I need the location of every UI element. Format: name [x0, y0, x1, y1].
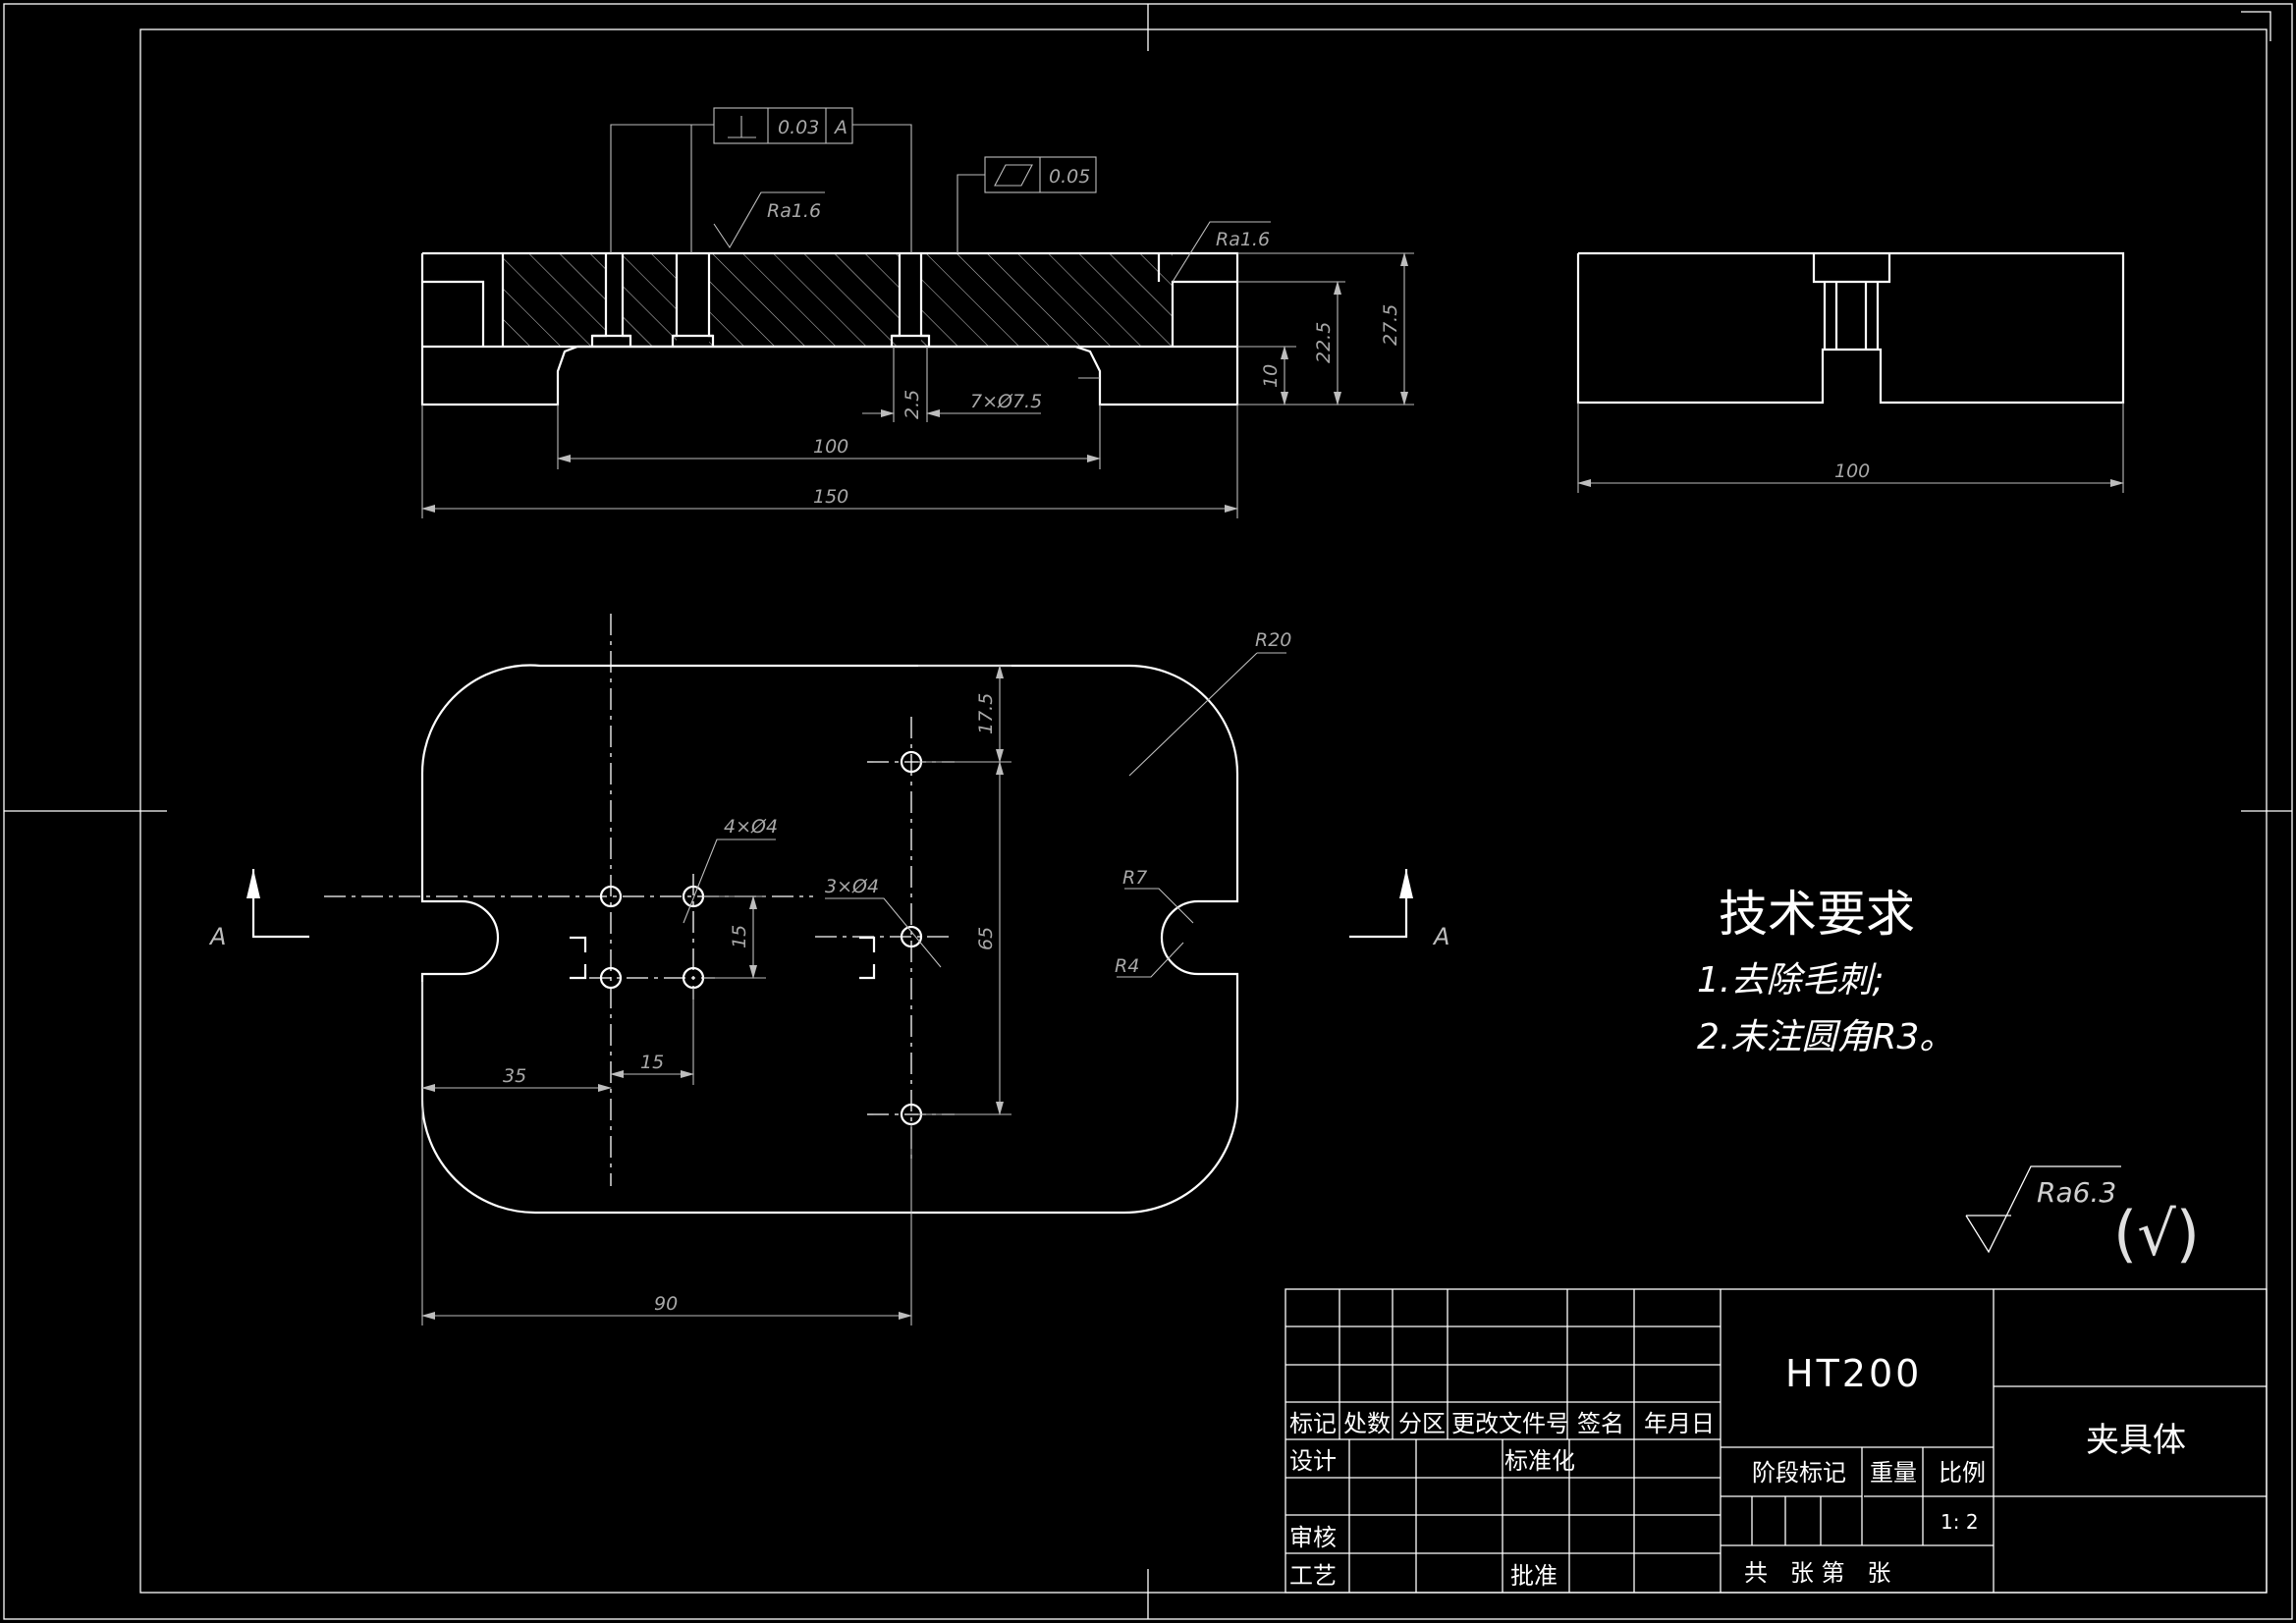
tb-header-signature: 签名 [1577, 1410, 1624, 1437]
notes-line-1: 1.去除毛刺; [1697, 960, 1884, 1001]
tb-header-mark: 标记 [1289, 1410, 1337, 1437]
section-label-left: A [208, 923, 226, 950]
perp-tolerance: 0.03 [778, 117, 819, 138]
section-marker-right: A [1349, 869, 1449, 950]
roughness-symbol-right [1172, 221, 1271, 283]
roughness-other-symbol: (√) [2113, 1198, 2200, 1270]
plan-view: R20 R7 R4 4×Ø4 3×Ø4 17.5 65 15 35 15 90 [208, 614, 1449, 1325]
tb-header-date: 年月日 [1644, 1410, 1715, 1437]
dim-150-front: 150 [813, 486, 848, 508]
dim-2-5: 2.5 [902, 390, 923, 419]
plate-outline [420, 664, 1239, 1215]
dim-22-5: 22.5 [1313, 322, 1335, 363]
tb-sheets: 共 张 第 张 [1744, 1559, 1890, 1587]
tb-header-zone: 分区 [1398, 1410, 1446, 1437]
hole-callout-7x: 7×Ø7.5 [970, 391, 1042, 412]
tb-process: 工艺 [1289, 1562, 1337, 1590]
tb-material: HT200 [1785, 1352, 1922, 1395]
tb-approve: 批准 [1510, 1562, 1558, 1590]
perpendicularity-frame [713, 107, 853, 144]
notes-line-2: 2.未注圆角R3。 [1697, 1017, 1954, 1057]
sheet-frame [3, 3, 2293, 1620]
dim-15-vertical: 15 [729, 925, 750, 948]
roughness-left-label: Ra1.6 [767, 200, 821, 222]
perp-datum: A [833, 117, 847, 138]
hole [900, 925, 923, 948]
side-view: 100 [1576, 251, 2125, 493]
roughness-right-label: Ra1.6 [1216, 229, 1270, 250]
tb-standardize: 标准化 [1504, 1447, 1575, 1475]
dim-100-front: 100 [813, 436, 848, 458]
roughness-general-label: Ra6.3 [2037, 1176, 2116, 1209]
tb-ratio-value: 1: 2 [1941, 1510, 1979, 1534]
dim-17-5: 17.5 [975, 693, 997, 734]
general-roughness: Ra6.3 (√) [1965, 1165, 2200, 1270]
dim-15-horizontal: 15 [640, 1052, 664, 1073]
dim-10: 10 [1260, 364, 1282, 388]
tb-header-change-doc: 更改文件号 [1451, 1410, 1569, 1437]
section-marker-left: A [208, 869, 309, 950]
title-block: 标记 处数 分区 更改文件号 签名 年月日 设计 标准化 审核 工艺 批准 HT… [1285, 1288, 2268, 1594]
notes-title: 技术要求 [1719, 886, 1915, 943]
tb-stage-mark: 阶段标记 [1752, 1459, 1846, 1487]
flatness-tolerance: 0.05 [1049, 166, 1090, 188]
dim-r4: R4 [1115, 955, 1139, 977]
dim-r7: R7 [1122, 867, 1147, 889]
tb-part-name: 夹具体 [2086, 1421, 2186, 1460]
dim-r20: R20 [1255, 629, 1291, 651]
section-front-view: 0.03 A 0.05 Ra1.6 Ra1.6 27.5 22.5 10 2.5… [420, 107, 1414, 518]
tb-header-count: 处数 [1343, 1410, 1391, 1437]
dim-35: 35 [503, 1065, 526, 1087]
holes-3x-callout: 3×Ø4 [825, 876, 879, 897]
tb-weight: 重量 [1870, 1459, 1917, 1487]
dim-90: 90 [654, 1293, 678, 1315]
tb-review: 审核 [1289, 1524, 1337, 1551]
roughness-symbol-left [713, 191, 825, 249]
dim-65: 65 [975, 927, 997, 950]
section-label-right: A [1432, 923, 1449, 950]
tb-design: 设计 [1289, 1447, 1337, 1475]
tb-ratio: 比例 [1939, 1459, 1986, 1487]
dim-27-5: 27.5 [1380, 304, 1401, 346]
dim-100-side: 100 [1834, 460, 1870, 482]
technical-notes: 技术要求 1.去除毛刺; 2.未注圆角R3。 [1697, 886, 1954, 1057]
holes-4x-callout: 4×Ø4 [724, 816, 778, 838]
hole [599, 885, 623, 908]
